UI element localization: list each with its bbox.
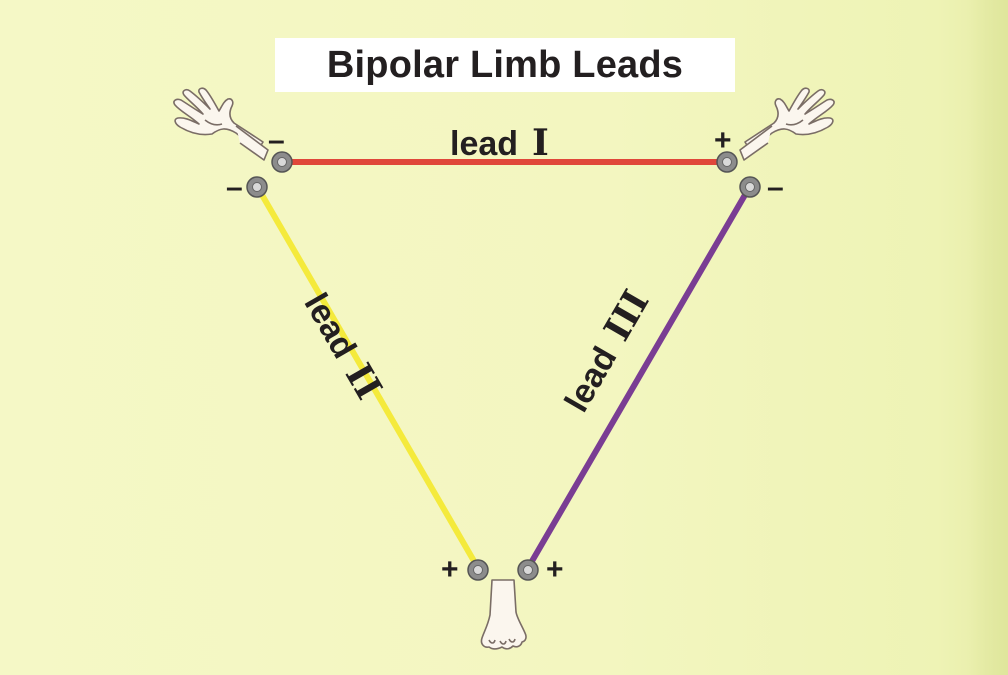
electrode-leg-left bbox=[468, 560, 488, 580]
lead-iii-wire bbox=[528, 188, 749, 568]
electrode-right-arm-lower bbox=[247, 177, 267, 197]
lead-i-word: lead bbox=[450, 125, 518, 163]
lead-i-positive-sign: + bbox=[714, 126, 732, 156]
lead-i-numeral: I bbox=[532, 122, 549, 164]
lead-i-negative-sign: – bbox=[268, 126, 285, 156]
electrode-leg-right bbox=[518, 560, 538, 580]
right-hand-icon bbox=[174, 88, 268, 160]
lead-ii-negative-sign: – bbox=[226, 173, 243, 203]
lead-ii-positive-sign: + bbox=[441, 555, 459, 585]
foot-icon bbox=[481, 580, 526, 649]
lead-iii-negative-sign: – bbox=[767, 173, 784, 203]
lead-i-label: lead I bbox=[450, 122, 549, 164]
lead-iii-positive-sign: + bbox=[546, 555, 564, 585]
left-hand-icon bbox=[740, 88, 834, 160]
electrode-left-arm-lower bbox=[740, 177, 760, 197]
